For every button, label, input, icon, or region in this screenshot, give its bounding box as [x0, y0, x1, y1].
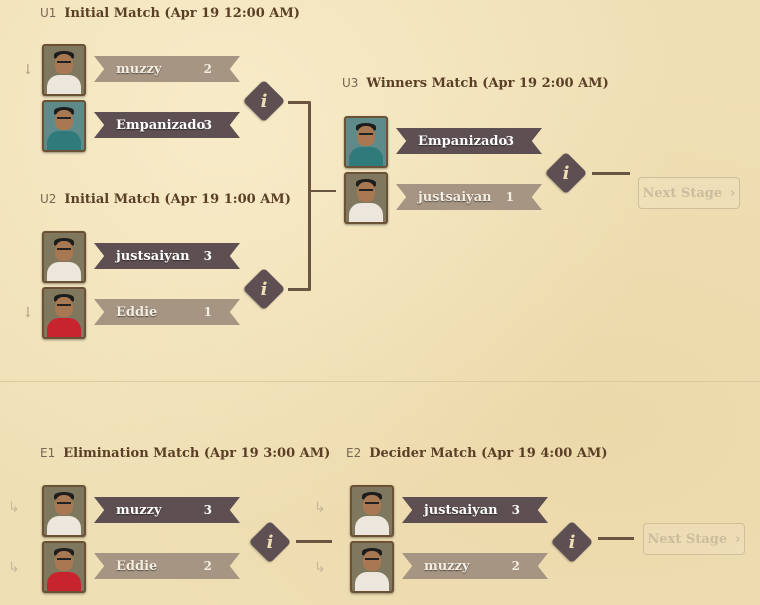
- loser-bracket-icon: ↳: [8, 560, 20, 576]
- section-divider: [0, 381, 760, 382]
- player-score: 3: [511, 503, 520, 517]
- chevron-right-icon: ›: [730, 185, 736, 201]
- avatar: [350, 485, 394, 537]
- match-title-u2: U2 Initial Match (Apr 19 1:00 AM): [40, 192, 291, 207]
- player-name: Eddie: [116, 558, 158, 574]
- player-banner: muzzy 3: [94, 497, 240, 523]
- player-banner: Empanizado 3: [396, 128, 542, 154]
- player-banner: muzzy 2: [94, 56, 240, 82]
- info-icon[interactable]: i: [544, 151, 588, 195]
- player-name: Eddie: [116, 304, 158, 320]
- player-row[interactable]: justsaiyan 3: [42, 231, 262, 283]
- player-banner: justsaiyan 1: [396, 184, 542, 210]
- loser-bracket-icon: ↳: [8, 500, 20, 516]
- bracket-connector: [592, 172, 630, 175]
- bracket-connector: [598, 537, 634, 540]
- avatar: [350, 541, 394, 593]
- player-banner: muzzy 2: [402, 553, 548, 579]
- match-title-e1: E1 Elimination Match (Apr 19 3:00 AM): [40, 446, 330, 461]
- bracket-connector: [310, 190, 336, 192]
- next-stage-label: Next Stage: [647, 531, 728, 547]
- player-row[interactable]: Empanizado 3: [344, 116, 564, 168]
- player-score: 1: [203, 305, 212, 319]
- player-score: 2: [203, 62, 212, 76]
- loser-bracket-icon: ↳: [314, 500, 326, 516]
- arrow-down-icon: ↓: [22, 62, 34, 78]
- player-banner: Eddie 1: [94, 299, 240, 325]
- avatar: [42, 541, 86, 593]
- player-name: muzzy: [116, 61, 162, 77]
- avatar: [42, 100, 86, 152]
- avatar: [42, 231, 86, 283]
- player-name: justsaiyan: [424, 502, 498, 518]
- match-code: U2: [40, 192, 57, 206]
- match-code: U3: [342, 76, 359, 90]
- info-glyph: i: [266, 531, 274, 553]
- player-score: 3: [203, 118, 212, 132]
- info-glyph: i: [568, 531, 576, 553]
- player-score: 3: [203, 503, 212, 517]
- player-name: justsaiyan: [418, 189, 492, 205]
- avatar: [42, 44, 86, 96]
- bracket-connector: [296, 540, 332, 543]
- info-glyph: i: [260, 90, 268, 112]
- avatar: [344, 172, 388, 224]
- player-name: Empanizado: [418, 133, 508, 149]
- player-banner: Eddie 2: [94, 553, 240, 579]
- info-icon[interactable]: i: [248, 520, 292, 564]
- match-title-u3: U3 Winners Match (Apr 19 2:00 AM): [342, 76, 609, 91]
- next-stage-button[interactable]: Next Stage ›: [643, 523, 745, 555]
- avatar: [42, 485, 86, 537]
- next-stage-label: Next Stage: [642, 185, 723, 201]
- info-glyph: i: [562, 162, 570, 184]
- arrow-down-icon: ↓: [22, 305, 34, 321]
- match-title-text: Initial Match (Apr 19 12:00 AM): [64, 6, 300, 21]
- player-row[interactable]: justsaiyan 3: [350, 485, 570, 537]
- info-icon[interactable]: i: [242, 79, 286, 123]
- info-icon[interactable]: i: [242, 267, 286, 311]
- bracket-connector: [288, 101, 310, 104]
- match-title-e2: E2 Decider Match (Apr 19 4:00 AM): [346, 446, 607, 461]
- player-row[interactable]: justsaiyan 1: [344, 172, 564, 224]
- bracket-connector: [308, 101, 311, 291]
- player-row[interactable]: Eddie 2: [42, 541, 262, 593]
- player-row[interactable]: muzzy 2: [42, 44, 262, 96]
- info-icon[interactable]: i: [550, 520, 594, 564]
- player-score: 2: [511, 559, 520, 573]
- player-score: 2: [203, 559, 212, 573]
- match-code: U1: [40, 6, 57, 20]
- bracket-connector: [288, 288, 310, 291]
- match-title-text: Initial Match (Apr 19 1:00 AM): [64, 192, 291, 207]
- player-row[interactable]: muzzy 3: [42, 485, 262, 537]
- player-score: 3: [505, 134, 514, 148]
- player-row[interactable]: Empanizado 3: [42, 100, 262, 152]
- avatar: [344, 116, 388, 168]
- player-banner: justsaiyan 3: [94, 243, 240, 269]
- loser-bracket-icon: ↳: [314, 560, 326, 576]
- chevron-right-icon: ›: [735, 531, 741, 547]
- player-row[interactable]: muzzy 2: [350, 541, 570, 593]
- match-code: E2: [346, 446, 362, 460]
- player-name: muzzy: [424, 558, 470, 574]
- player-banner: Empanizado 3: [94, 112, 240, 138]
- player-name: justsaiyan: [116, 248, 190, 264]
- player-name: Empanizado: [116, 117, 206, 133]
- match-title-text: Winners Match (Apr 19 2:00 AM): [366, 76, 609, 91]
- next-stage-button[interactable]: Next Stage ›: [638, 177, 740, 209]
- player-banner: justsaiyan 3: [402, 497, 548, 523]
- match-title-u1: U1 Initial Match (Apr 19 12:00 AM): [40, 6, 300, 21]
- player-score: 3: [203, 249, 212, 263]
- player-name: muzzy: [116, 502, 162, 518]
- match-title-text: Elimination Match (Apr 19 3:00 AM): [63, 446, 331, 461]
- match-title-text: Decider Match (Apr 19 4:00 AM): [369, 446, 608, 461]
- player-row[interactable]: Eddie 1: [42, 287, 262, 339]
- player-score: 1: [505, 190, 514, 204]
- info-glyph: i: [260, 278, 268, 300]
- avatar: [42, 287, 86, 339]
- match-code: E1: [40, 446, 56, 460]
